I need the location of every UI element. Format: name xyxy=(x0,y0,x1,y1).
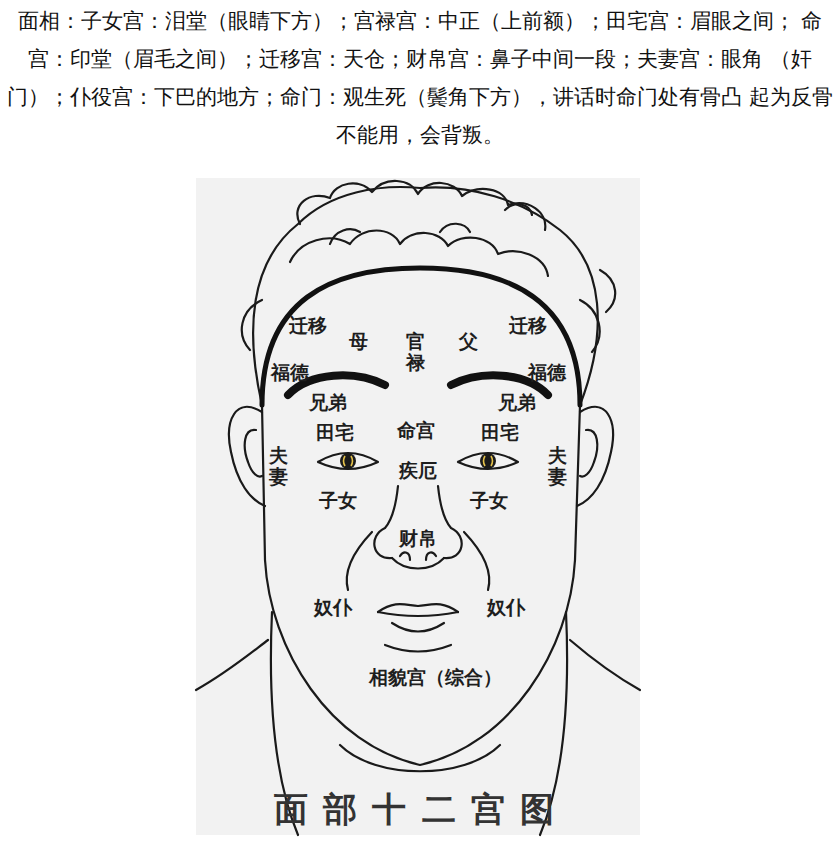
face-outline xyxy=(262,405,580,765)
nose xyxy=(392,558,444,569)
nostrils xyxy=(400,553,436,560)
palace-label: 夫妻 xyxy=(269,445,288,487)
upper-lip xyxy=(378,604,458,612)
palace-label: 官禄 xyxy=(406,331,425,373)
shoulder xyxy=(196,640,268,690)
palace-label: 迁移 xyxy=(509,314,547,337)
face-lines xyxy=(196,181,640,835)
palace-label: 奴仆 xyxy=(314,596,352,619)
left-eye xyxy=(318,453,378,469)
nasolabial-line xyxy=(347,532,372,590)
palace-label: 命宫 xyxy=(397,419,435,442)
left-pupil-glint xyxy=(344,456,353,466)
left-ear xyxy=(245,430,262,477)
palace-label: 财帛 xyxy=(399,527,437,550)
nose xyxy=(374,486,398,558)
palace-label: 田宅 xyxy=(316,421,354,444)
left-ear xyxy=(229,407,265,506)
right-ear xyxy=(577,407,613,506)
palace-label: 夫妻 xyxy=(548,445,567,487)
palace-label: 福德 xyxy=(528,361,566,384)
palace-label: 迁移 xyxy=(289,314,327,337)
nasolabial-line xyxy=(464,532,489,590)
palace-label: 疾厄 xyxy=(399,459,437,482)
left-pupil xyxy=(340,453,356,469)
palace-label: 父 xyxy=(459,330,478,353)
right-ear xyxy=(580,430,597,477)
hair-curls xyxy=(330,204,532,244)
diagram-title: 面部十二宫图 xyxy=(258,787,569,833)
hair-tufts xyxy=(242,270,615,352)
mouth-line xyxy=(378,612,458,616)
shoulder xyxy=(570,640,640,690)
palace-label: 子女 xyxy=(470,489,508,512)
chin xyxy=(385,645,451,652)
illustration-ground xyxy=(196,178,640,835)
hairline xyxy=(262,268,580,405)
right-pupil xyxy=(480,453,496,469)
palace-label: 兄弟 xyxy=(498,391,536,414)
right-pupil-glint xyxy=(484,456,493,466)
hair-curls xyxy=(297,181,545,230)
palace-label: 福德 xyxy=(271,361,309,384)
nose xyxy=(438,486,462,558)
palace-label: 奴仆 xyxy=(487,596,525,619)
palace-label: 相貌宫（综合） xyxy=(369,666,502,689)
palace-label: 子女 xyxy=(319,489,357,512)
hair-outline xyxy=(253,187,598,405)
palace-label: 田宅 xyxy=(481,421,519,444)
lower-lip xyxy=(392,623,444,632)
right-eye xyxy=(458,453,518,469)
double-chin xyxy=(340,745,500,771)
description-note: 面相：子女宫：泪堂（眼睛下方）；宫禄宫：中正（上前额）；田宅宫：眉眼之间； 命宫… xyxy=(2,2,838,154)
palace-label: 母 xyxy=(349,330,368,353)
palace-label: 兄弟 xyxy=(309,391,347,414)
